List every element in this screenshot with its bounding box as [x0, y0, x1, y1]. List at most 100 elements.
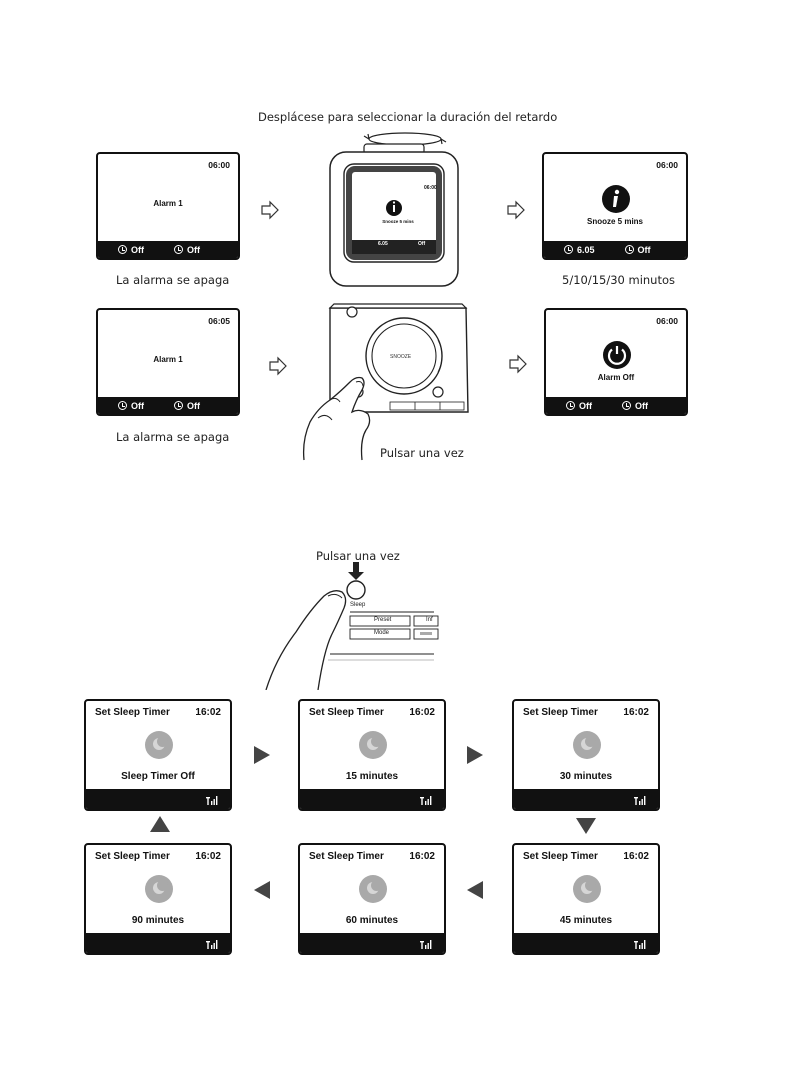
info-icon [602, 185, 630, 213]
screen-time: 06:00 [656, 160, 678, 170]
arrow-icon [269, 356, 287, 376]
knob-label: SNOOZE [390, 354, 412, 360]
caption-press-once-top: Pulsar una vez [380, 446, 464, 460]
sleep-screen-60: Set Sleep Timer 16:02 60 minutes [298, 843, 446, 955]
sleep-screen-90: Set Sleep Timer 16:02 90 minutes [84, 843, 232, 955]
status-bar: 6.05 Off [544, 241, 686, 258]
signal-icon [420, 796, 432, 805]
screen-title: Set Sleep Timer [309, 851, 384, 862]
screen-label: 45 minutes [559, 915, 613, 926]
moon-icon [145, 875, 173, 903]
arrow-icon [576, 818, 596, 834]
arrow-icon [150, 816, 170, 832]
screen-time: 16:02 [409, 851, 435, 862]
arrow-icon [254, 881, 270, 899]
caption-press-once-sleep: Pulsar una vez [316, 549, 400, 563]
snooze-screen: 06:00 Snooze 5 mins 6.05 Off [542, 152, 688, 260]
status-bar [514, 933, 658, 953]
screen-label: Snooze 5 mins [586, 217, 643, 226]
alarm-clock-icon [174, 401, 183, 410]
sleep-screen-off: Set Sleep Timer 16:02 Sleep Timer Off [84, 699, 232, 811]
alarm-off-screen: 06:00 Alarm Off Off Off [544, 308, 688, 416]
screen-time: 16:02 [409, 707, 435, 718]
screen-time: 06:00 [208, 160, 230, 170]
signal-icon [206, 796, 218, 805]
device-screen-label: Snooze 5 mins [382, 219, 414, 224]
screen-label: 90 minutes [131, 915, 185, 926]
sleep-button-illustration [265, 562, 439, 690]
screen-time: 16:02 [623, 851, 649, 862]
panel-button-preset: Preset [374, 617, 392, 623]
signal-icon [206, 940, 218, 949]
screen-label: Alarm 1 [153, 199, 183, 208]
arrow-icon [261, 200, 279, 220]
screen-label: Alarm Off [597, 373, 635, 382]
arrow-icon [507, 200, 525, 220]
alarm-clock-icon [118, 401, 127, 410]
screen-title: Set Sleep Timer [95, 707, 170, 718]
screen-title: Set Sleep Timer [523, 851, 598, 862]
screen-time: 16:02 [623, 707, 649, 718]
screen-label: Alarm 1 [153, 355, 183, 364]
screen-title: Set Sleep Timer [95, 851, 170, 862]
sleep-screen-15: Set Sleep Timer 16:02 15 minutes [298, 699, 446, 811]
moon-icon [145, 731, 173, 759]
alarm1-status: Off [131, 400, 144, 411]
caption-snooze-durations: 5/10/15/30 minutos [562, 273, 676, 287]
alarm-clock-icon [622, 401, 631, 410]
arrow-icon [467, 746, 483, 764]
alarm-clock-icon [566, 401, 575, 410]
panel-button-info: Inf [426, 617, 433, 623]
caption-alarm-off-1: La alarma se apaga [116, 273, 230, 287]
arrow-icon [254, 746, 270, 764]
sleep-screen-30: Set Sleep Timer 16:02 30 minutes [512, 699, 660, 811]
status-bar [86, 789, 230, 809]
alarm-clock-icon [118, 245, 127, 254]
signal-icon [634, 796, 646, 805]
screen-label: 30 minutes [559, 771, 613, 782]
sleep-button-label: Sleep [350, 602, 366, 608]
screen-label: Sleep Timer Off [121, 771, 195, 782]
power-icon [603, 341, 631, 369]
alarm1-screen-b: 06:05 Alarm 1 Off Off [96, 308, 240, 416]
screen-time: 06:00 [656, 316, 678, 326]
alarm1-status: 6.05 [577, 244, 595, 255]
alarm1-status: Off [131, 244, 144, 255]
alarm1-screen-a: 06:00 Alarm 1 Off Off [96, 152, 240, 260]
alarm-clock-icon [174, 245, 183, 254]
alarm-clock-icon [564, 245, 573, 254]
screen-time: 16:02 [195, 707, 221, 718]
status-bar [514, 789, 658, 809]
sleep-screen-45: Set Sleep Timer 16:02 45 minutes [512, 843, 660, 955]
signal-icon [420, 940, 432, 949]
moon-icon [573, 875, 601, 903]
screen-label: 15 minutes [345, 771, 399, 782]
device-alarm2-status: Off [418, 241, 426, 247]
screen-title: Set Sleep Timer [309, 707, 384, 718]
device-screen-time: 06:00 [424, 185, 437, 191]
signal-icon [634, 940, 646, 949]
screen-time: 16:02 [195, 851, 221, 862]
screen-label: 60 minutes [345, 915, 399, 926]
alarm-clock-icon [624, 245, 634, 254]
device-alarm1-status: 6.05 [378, 241, 388, 247]
status-bar: Off Off [546, 397, 686, 414]
arrow-icon [509, 354, 527, 374]
moon-icon [573, 731, 601, 759]
caption-alarm-off-2: La alarma se apaga [116, 430, 230, 444]
radio-top-view [302, 303, 469, 461]
alarm1-status: Off [579, 400, 592, 411]
radio-device [329, 143, 459, 287]
panel-button-mode: Mode [374, 630, 390, 636]
moon-icon [359, 875, 387, 903]
screen-time: 06:05 [208, 316, 230, 326]
status-bar [300, 789, 444, 809]
scroll-caption: Desplácese para seleccionar la duración … [258, 110, 558, 124]
status-bar [86, 933, 230, 953]
alarm2-status: Off [187, 244, 200, 255]
alarm2-status: Off [635, 400, 648, 411]
alarm2-status: Off [637, 244, 651, 255]
status-bar: Off Off [98, 241, 238, 258]
alarm2-status: Off [187, 400, 200, 411]
status-bar: Off Off [98, 397, 238, 414]
